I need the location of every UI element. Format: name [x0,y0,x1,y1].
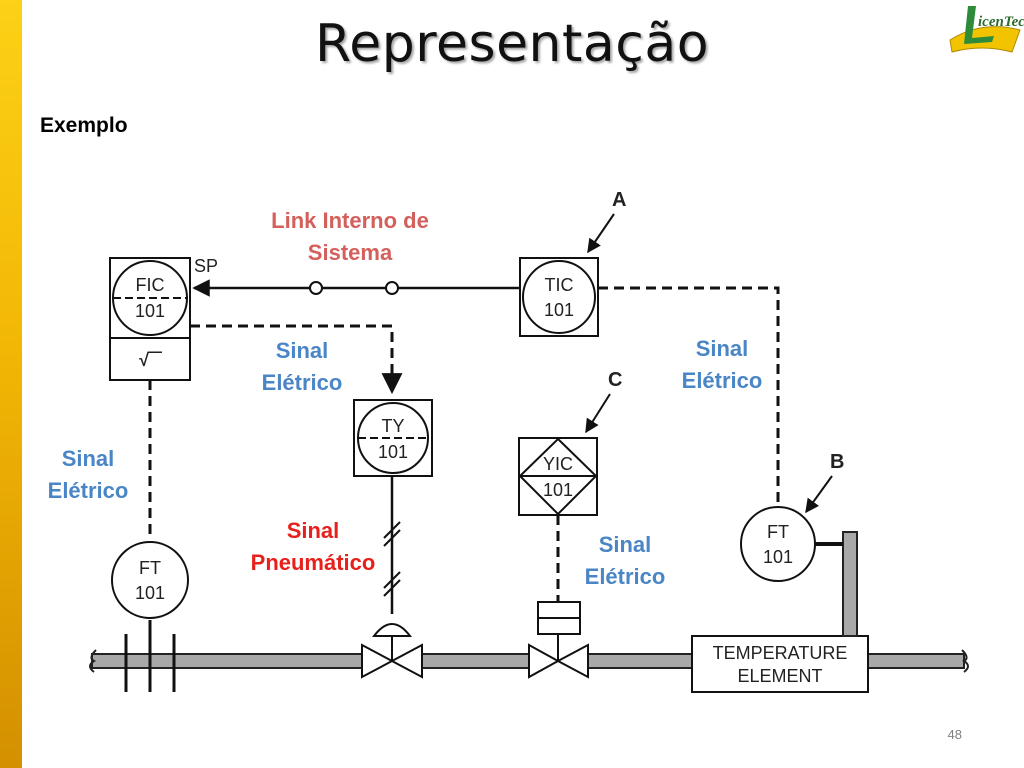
callout-a-letter: A [612,189,626,211]
ft-101-left-transmitter: FT 101 [111,541,189,619]
yic-101-logic: YIC 101 [518,437,598,516]
sinal-label-fic-ty: Sinal [276,338,329,363]
licentec-logo: icenTec [949,6,1024,53]
temperature-element-label-1: TEMPERATURE [713,643,848,663]
callout-c: C [585,369,622,434]
sinal-label-tic-ft: Sinal [696,336,749,361]
yic-code: YIC [543,454,573,474]
callout-a: A [587,189,626,254]
ft-left-number: 101 [135,583,165,603]
link-label-2: Sistema [308,240,393,265]
link-label-1: Link Interno de [271,208,429,233]
callout-b-letter: B [830,451,844,473]
ft-left-code: FT [139,558,161,578]
ty-code: TY [381,416,404,436]
pneumatic-control-valve [361,623,423,679]
page-title: Representação [314,14,710,74]
flow-element [124,620,176,692]
eletrico-label-fic-ty: Elétrico [262,370,343,395]
ft-right-number: 101 [763,547,793,567]
fic-number: 101 [135,301,165,321]
eletrico-label-fic-ft: Elétrico [48,478,129,503]
tic-number: 101 [544,300,574,320]
callout-c-letter: C [608,369,622,391]
ft-right-code: FT [767,522,789,542]
sinal-label-fic-ft: Sinal [62,446,115,471]
eletrico-label-tic-ft: Elétrico [682,368,763,393]
callout-b: B [805,451,844,514]
signal-lines [148,279,843,614]
fic-code: FIC [136,275,165,295]
tic-code: TIC [545,275,574,295]
eletrico-label-yic: Elétrico [585,564,666,589]
ty-number: 101 [378,442,408,462]
fic-sqrt-function: √‾‾ [139,350,163,370]
tic-101-controller: TIC 101 [519,257,599,337]
fic-101-controller: FIC 101 √‾‾ SP [109,256,218,381]
yic-number: 101 [543,480,573,500]
accent-sidebar [0,0,22,768]
temperature-element: TEMPERATURE ELEMENT [691,531,869,693]
section-heading: Exemplo [40,114,128,137]
ft-101-right-transmitter: FT 101 [740,506,816,582]
pneumatico-label: Pneumático [251,550,376,575]
solenoid-valve [528,601,589,679]
sinal-label-yic: Sinal [599,532,652,557]
svg-text:icenTec: icenTec [978,14,1024,30]
page-number: 48 [947,727,962,742]
ty-101-converter: TY 101 [353,399,433,477]
setpoint-label: SP [194,256,218,276]
temperature-element-label-2: ELEMENT [737,666,822,686]
sinal-label-pneumatic: Sinal [287,518,340,543]
